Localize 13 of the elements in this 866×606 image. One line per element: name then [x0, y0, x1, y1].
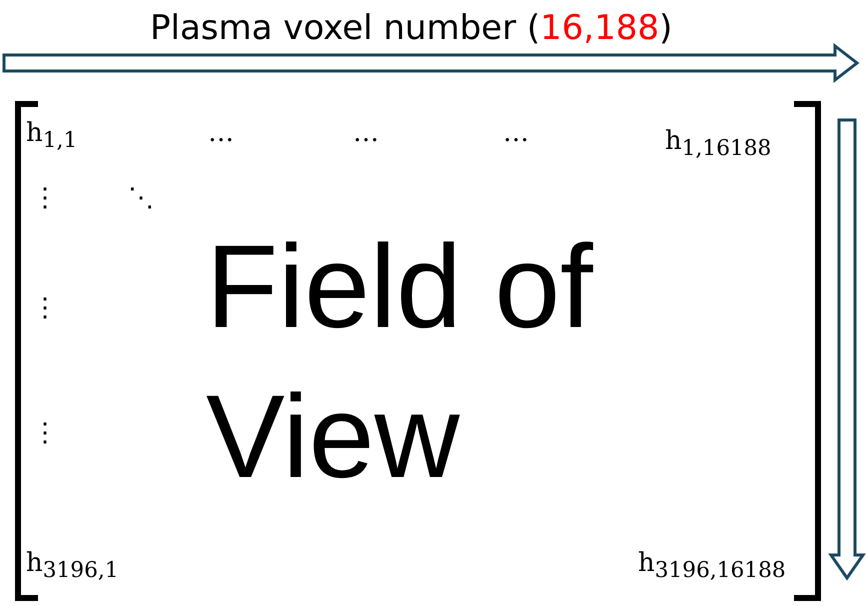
ellipsis: …: [503, 118, 529, 148]
matrix-label: Field of View: [206, 220, 594, 505]
matrix-entry: h$_{1,16188}$: [665, 126, 772, 162]
ellipsis: …: [353, 118, 379, 148]
matrix-entry: h$_{1,1}$: [26, 118, 78, 154]
ellipsis: ⋮: [32, 292, 58, 323]
ellipsis: ⋮: [32, 417, 58, 448]
ellipsis: ⋮: [32, 182, 58, 213]
ellipsis: …: [208, 118, 234, 148]
ellipsis: ⋱: [128, 182, 154, 213]
matrix-entry: h$_{3196,1}$: [26, 548, 119, 584]
axis-title: Plasma voxel number (16,188): [150, 8, 672, 48]
matrix-entry: h$_{3196,16188}$: [638, 548, 786, 584]
